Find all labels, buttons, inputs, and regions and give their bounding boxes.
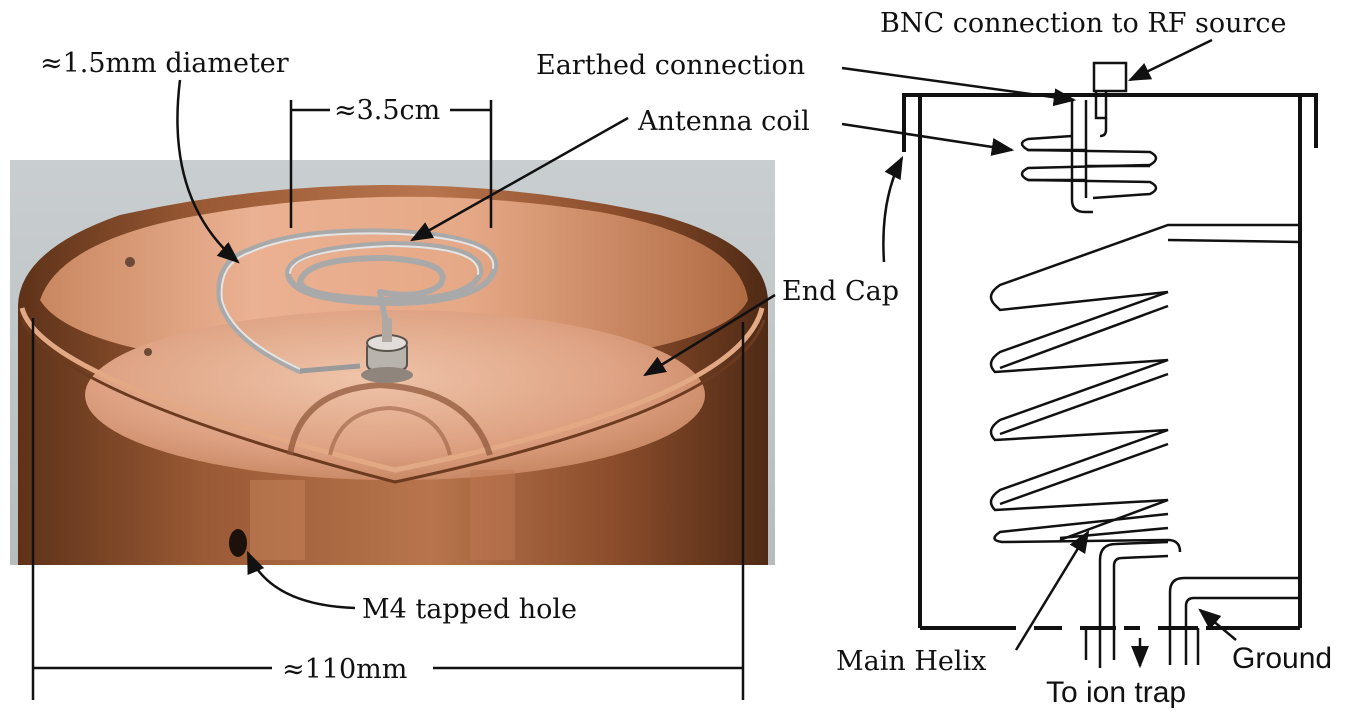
bnc-arrow	[1127, 38, 1213, 82]
tapped-hole-arrow	[246, 550, 356, 610]
wall-screw-1	[125, 257, 135, 267]
schematic-arrows	[841, 38, 1237, 669]
schematic-end-cap	[902, 93, 1318, 152]
schematic-text: BNC connection to RF source Earthed conn…	[536, 8, 1332, 709]
wire-diameter-label: ≈1.5mm diameter	[40, 48, 289, 79]
end-cap-photo-arrow	[643, 293, 776, 377]
ground-label: Ground	[1232, 642, 1332, 675]
earthed-arrow	[841, 66, 1077, 107]
antenna-coil-photo-arrow	[410, 116, 629, 242]
end-cap-label: End Cap	[782, 276, 899, 307]
wall-screw-2	[144, 348, 152, 356]
main-helix-schematic	[989, 223, 1301, 668]
m4-tapped-hole	[229, 529, 247, 557]
tapped-hole-label: M4 tapped hole	[362, 594, 577, 625]
photo	[10, 160, 775, 565]
wire-diameter-leader	[176, 79, 240, 264]
cap-diameter-label: ≈110mm	[282, 654, 407, 685]
resonator-can	[918, 93, 1302, 628]
photo-annotations	[31, 79, 776, 700]
schematic	[902, 61, 1318, 668]
antenna-coil-photo	[216, 228, 499, 374]
earthed-label: Earthed connection	[536, 50, 805, 81]
to-ion-trap-label: To ion trap	[1046, 676, 1186, 709]
ground-arrow	[1198, 608, 1237, 641]
antenna-coil-schematic	[1020, 134, 1158, 200]
photo-text: ≈1.5mm diameter ≈3.5cm Antenna coil End …	[40, 48, 899, 685]
end-cap-schematic-arrow	[882, 156, 904, 263]
bnc-label: BNC connection to RF source	[880, 8, 1287, 39]
antenna-coil-schematic-arrow	[841, 122, 1015, 156]
antenna-coil-label: Antenna coil	[637, 106, 810, 137]
main-helix-arrow	[1014, 530, 1090, 651]
bnc-box-schematic	[1092, 61, 1128, 93]
main-helix-label: Main Helix	[836, 646, 986, 677]
coil-width-label: ≈3.5cm	[334, 95, 440, 126]
end-cap-rim	[19, 307, 765, 473]
